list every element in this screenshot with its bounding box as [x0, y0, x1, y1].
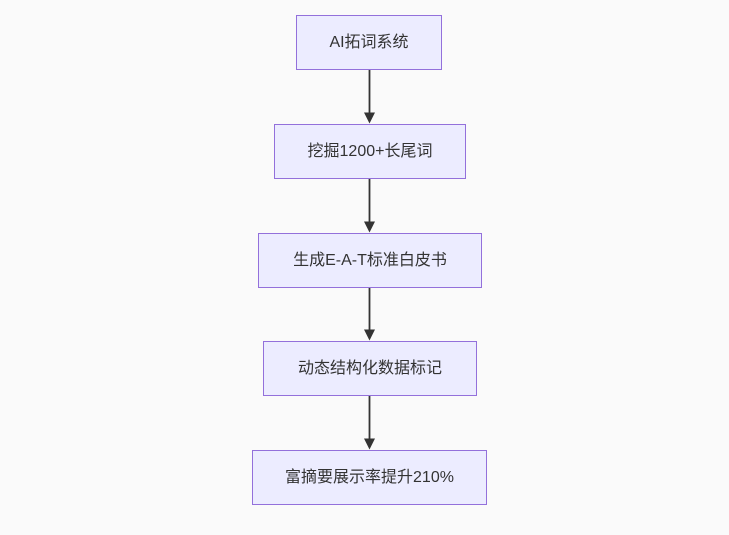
flow-edge-c-d — [364, 288, 375, 341]
flow-edge-a-b — [364, 70, 375, 124]
flow-edge-d-e — [364, 396, 375, 450]
flow-node-structured-data: 动态结构化数据标记 — [263, 341, 477, 396]
arrowhead-icon — [364, 112, 375, 124]
flow-edge-b-c — [364, 179, 375, 233]
arrowhead-icon — [364, 221, 375, 233]
arrowhead-icon — [364, 438, 375, 450]
flow-node-eat-whitepaper: 生成E-A-T标准白皮书 — [258, 233, 482, 288]
flow-node-rich-snippet-result: 富摘要展示率提升210% — [252, 450, 487, 505]
flow-node-label: 动态结构化数据标记 — [297, 359, 442, 377]
flow-node-label: 挖掘1200+长尾词 — [307, 142, 433, 160]
flow-node-label: 富摘要展示率提升210% — [285, 468, 454, 486]
flow-node-ai-system: AI拓词系统 — [296, 15, 442, 70]
flow-node-label: 生成E-A-T标准白皮书 — [293, 251, 447, 269]
flow-node-longtail-mining: 挖掘1200+长尾词 — [274, 124, 466, 179]
arrowhead-icon — [364, 329, 375, 341]
flow-node-label: AI拓词系统 — [329, 33, 409, 51]
